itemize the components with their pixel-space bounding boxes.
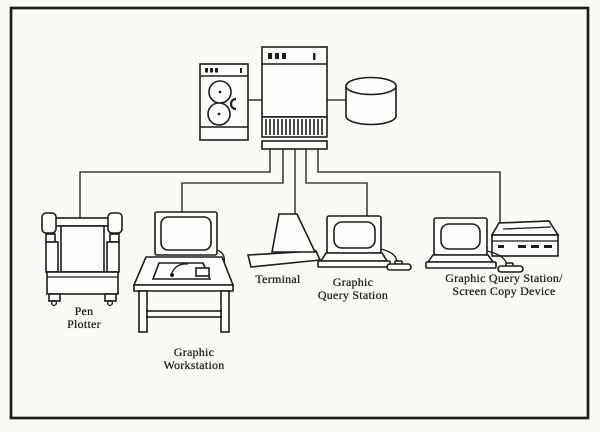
label-line: Query Station [317, 288, 389, 302]
label-line: Graphic Query Station/ [445, 271, 563, 285]
diagram-border [9, 6, 590, 420]
pen-plotter-label: Pen Plotter [38, 305, 130, 331]
terminal-icon [246, 213, 322, 268]
tape-drive-icon [199, 63, 249, 141]
label-line: Pen [74, 304, 94, 318]
label-line: Workstation [163, 358, 225, 372]
label-line: Graphic [332, 275, 374, 289]
graphic-query-station-copy-device-icon [425, 217, 560, 273]
label-line: Plotter [67, 317, 101, 331]
graphic-query-station-icon [317, 215, 412, 271]
bus-connector-lines [79, 99, 501, 224]
label-line: Graphic [173, 345, 215, 359]
terminal-label: Terminal [238, 273, 318, 286]
graphic-query-station-copy-device-label: Graphic Query Station/ Screen Copy Devic… [420, 272, 588, 298]
graphic-workstation-label: Graphic Workstation [141, 346, 247, 372]
label-line: Screen Copy Device [452, 284, 556, 298]
cpu-icon [261, 46, 328, 150]
label-line: Terminal [255, 272, 301, 286]
pen-plotter-icon [41, 212, 123, 307]
graphic-workstation-icon [132, 211, 235, 333]
disk-storage-icon [345, 76, 397, 126]
graphic-query-station-label: Graphic Query Station [303, 276, 403, 302]
